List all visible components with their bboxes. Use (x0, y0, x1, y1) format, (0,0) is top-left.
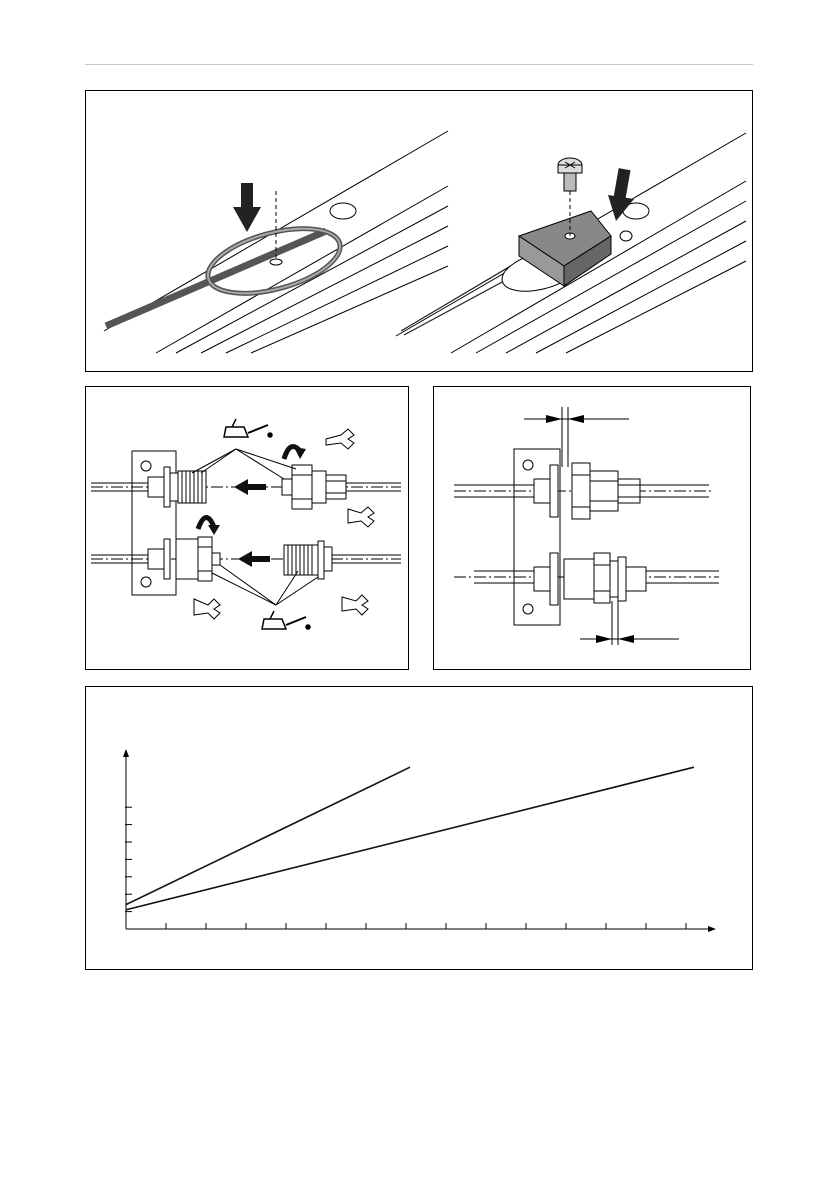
figure-fitting-assembly (85, 386, 409, 670)
y-axis-arrow-icon (123, 749, 129, 757)
header-rule (85, 64, 753, 65)
series-line-1 (126, 767, 410, 904)
loop-cable-icon (106, 191, 356, 326)
figure-fitting-clearance (433, 386, 751, 670)
clamp-bracket-icon (401, 191, 649, 335)
figure-cable-clip (85, 90, 753, 372)
oil-can-icon (224, 419, 272, 437)
fitting-assembly-drawing (86, 387, 408, 669)
figure-linear-graph (85, 686, 753, 970)
oil-can-icon (262, 611, 310, 629)
cable-clip-drawing (86, 91, 752, 371)
screw-icon (558, 158, 582, 191)
push-arrow-icon (234, 479, 266, 495)
arrow-down-icon (233, 183, 261, 232)
linear-graph-chart (86, 687, 752, 969)
push-arrow-icon (238, 551, 270, 567)
series-line-2 (126, 767, 694, 910)
fitting-clearance-drawing (434, 387, 750, 669)
x-axis-arrow-icon (708, 926, 716, 932)
